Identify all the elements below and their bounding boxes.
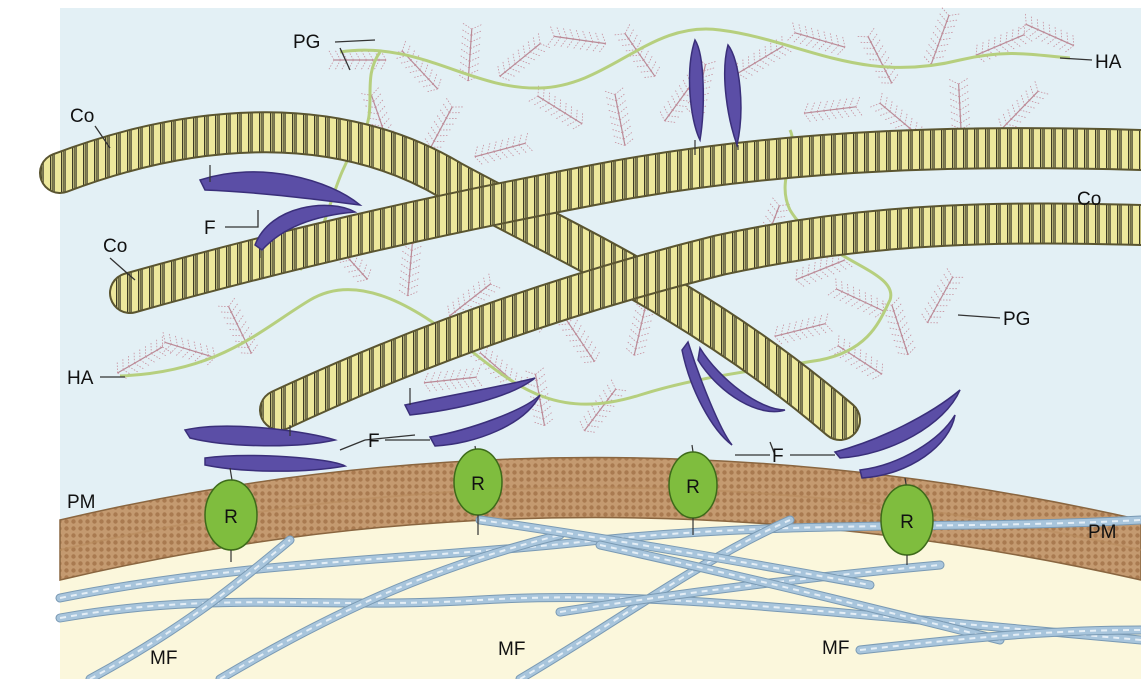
label-proteoglycan-right: PG <box>1003 309 1030 330</box>
label-collagen-left-top: Co <box>70 106 94 127</box>
receptor-label: R <box>900 512 914 533</box>
label-microfilament-mid: MF <box>498 639 525 660</box>
label-proteoglycan-top: PG <box>293 32 320 53</box>
label-fibronectin-left: F <box>204 218 216 239</box>
receptor-label: R <box>686 477 700 498</box>
label-fibronectin-mid: F <box>368 431 380 452</box>
label-fibronectin-right: F <box>772 446 784 467</box>
label-microfilament-left: MF <box>150 648 177 669</box>
receptor-label: R <box>471 474 485 495</box>
label-hyaluronan-left: HA <box>67 368 94 389</box>
label-collagen-right: Co <box>1077 189 1101 210</box>
label-microfilament-right: MF <box>822 638 849 659</box>
label-plasma-membrane-left: PM <box>67 492 96 513</box>
label-hyaluronan-top: HA <box>1095 52 1122 73</box>
label-plasma-membrane-right: PM <box>1088 522 1117 543</box>
label-collagen-left-mid: Co <box>103 236 127 257</box>
receptor-label: R <box>224 507 238 528</box>
